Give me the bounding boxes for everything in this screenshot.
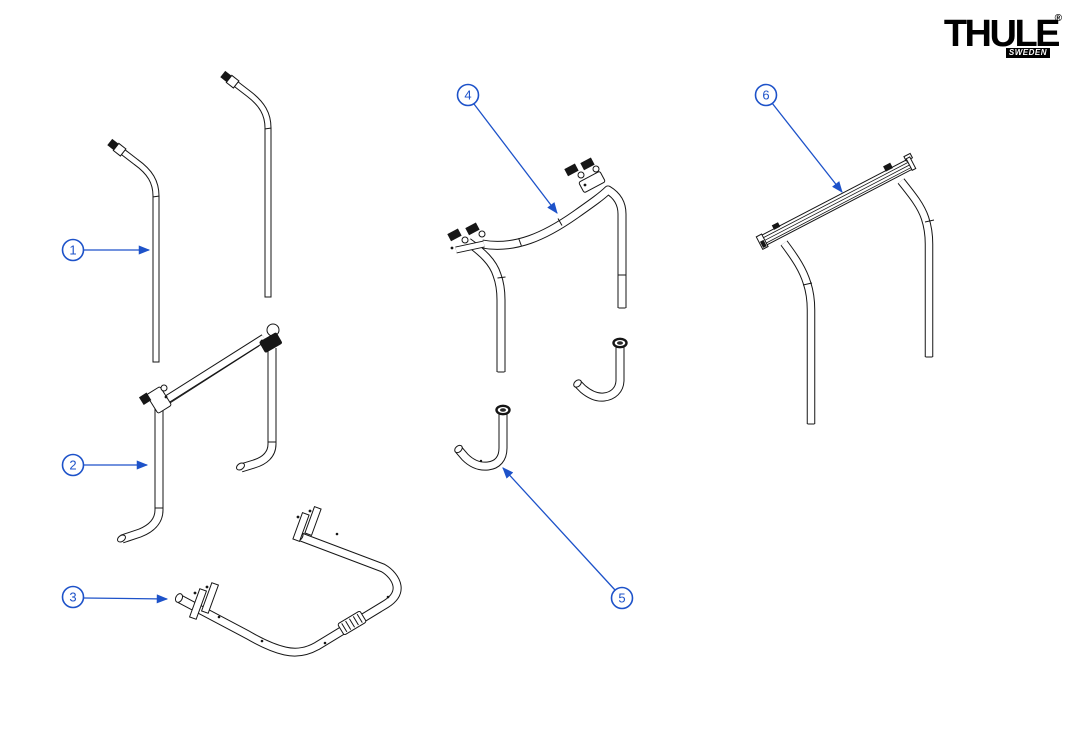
registered-mark-icon: ® (1054, 13, 1062, 24)
part-6-left-leg (780, 240, 816, 424)
part-4-left-leg (465, 238, 506, 372)
part-1-tube-short (120, 149, 160, 362)
part-6-rail-frame (755, 152, 935, 425)
callout-2-marker (61, 453, 85, 477)
callout-6-marker (754, 83, 778, 107)
brand-tagline: SWEDEN (1004, 47, 1051, 59)
callout-1: 1 (61, 238, 151, 262)
part-2-leg-frame (117, 323, 282, 544)
callout-4: 4 (456, 83, 558, 214)
callout-6-label: 6 (762, 88, 769, 103)
part-1-support-tubes (107, 70, 272, 363)
part-1-tube-tall-end-fitting (220, 70, 240, 89)
callout-1-label: 1 (69, 243, 76, 258)
callout-1-marker (61, 238, 85, 262)
callout-5-leader (502, 467, 616, 591)
callout-3: 3 (61, 585, 169, 609)
part-2-left-clamp (138, 384, 172, 414)
callout-4-leader (473, 103, 558, 214)
part-1-tube-short-end-fitting (107, 138, 127, 157)
part-3-right-bracket (292, 506, 322, 542)
part-4-right-clamp (564, 157, 606, 193)
callout-4-label: 4 (464, 88, 471, 103)
callout-6: 6 (754, 83, 843, 193)
callout-2-label: 2 (69, 458, 76, 473)
callout-6-leader (771, 102, 843, 193)
thule-logo: THULE ® SWEDEN (944, 13, 1062, 62)
callout-5-marker (610, 586, 634, 610)
part-2-right-clamp (259, 323, 282, 353)
part-4-left-clamp (447, 222, 486, 254)
callout-4-marker (456, 83, 480, 107)
part-3-left-bracket (188, 582, 220, 620)
callout-5: 5 (502, 467, 634, 610)
part-5-elbow-tubes (454, 337, 628, 471)
callout-5-label: 5 (618, 591, 625, 606)
part-3-base-frame (174, 506, 402, 657)
callout-2: 2 (61, 453, 149, 477)
callout-3-leader (83, 594, 169, 604)
part-6-channel-rail (755, 152, 917, 250)
callout-3-marker (61, 585, 85, 609)
callout-3-label: 3 (69, 590, 76, 605)
part-6-right-leg (897, 178, 934, 357)
part-1-tube-tall (233, 81, 272, 297)
part-4-upper-bow-frame (447, 157, 627, 373)
part-3-ribbed-sleeve (337, 610, 367, 636)
